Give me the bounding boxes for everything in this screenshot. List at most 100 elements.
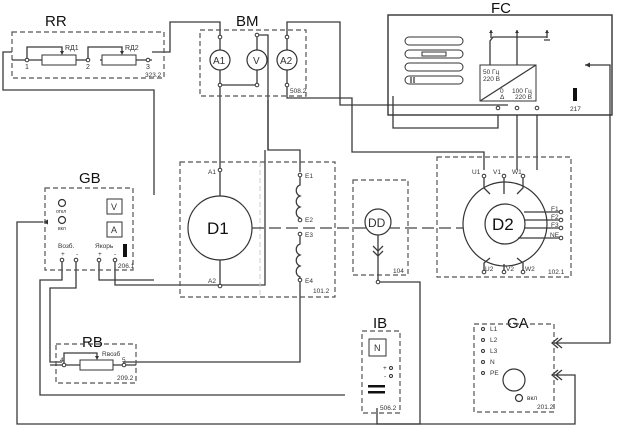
d2-term-u2[interactable] (481, 269, 487, 275)
d1-term-e3[interactable] (297, 231, 303, 237)
d2-term-w1[interactable] (520, 173, 526, 179)
d2-u1: U1 (472, 169, 481, 176)
d2-term-v2[interactable] (501, 269, 507, 275)
ga-term-l1[interactable] (481, 327, 485, 331)
bm-term[interactable] (254, 82, 260, 88)
ammeter-a1 (209, 49, 231, 71)
d2-term-f3[interactable] (558, 225, 564, 231)
d2-term-v1[interactable] (501, 173, 507, 179)
fc-code: 217 (570, 106, 581, 113)
ib-indicator (368, 338, 387, 357)
d1-winding-1 (295, 175, 302, 220)
gb-title: GB (79, 170, 101, 187)
bm-term[interactable] (217, 34, 223, 40)
gb-plus-2: + (98, 251, 102, 258)
wire-ga-fc (554, 64, 611, 344)
module-bm: BM A1 V A2 508.2 (199, 13, 307, 97)
bm-term[interactable] (284, 82, 290, 88)
ib-box (361, 330, 401, 414)
gb-a-label: A (111, 225, 117, 235)
module-d1: D1 A1 A2 E1 E2 E3 E4 101.2 (179, 161, 336, 298)
gb-term[interactable] (112, 257, 118, 263)
rb-term-5[interactable] (121, 362, 127, 368)
tap-arrow-1 (60, 51, 64, 55)
d2-term-u1[interactable] (481, 173, 487, 179)
fc-switch[interactable] (573, 88, 577, 101)
wire-a2-fc (286, 21, 508, 106)
gb-switch[interactable] (123, 244, 127, 257)
ga-term-l2[interactable] (481, 338, 485, 342)
d1-term-e1[interactable] (297, 172, 303, 178)
wire-ga-gb (16, 221, 576, 425)
fc-slot-4 (404, 75, 464, 85)
d1-term-a1[interactable] (217, 167, 223, 173)
fc-out-term[interactable] (495, 105, 501, 111)
ga-term-pe[interactable] (481, 371, 485, 375)
fc-50hz: 50 Гц (483, 69, 500, 76)
fc-out-term[interactable] (514, 105, 520, 111)
gb-voltmeter (106, 198, 123, 215)
wire-a2-d2 (286, 85, 485, 170)
ib-n-label: N (374, 343, 381, 353)
rb-title: RB (82, 334, 103, 351)
ib-term-plus[interactable] (389, 366, 393, 370)
fc-title: FC (491, 0, 511, 17)
d2-f2: F2 (551, 214, 559, 221)
rr-terminal-3[interactable] (145, 57, 151, 63)
bm-title: BM (236, 13, 259, 30)
rr-tap2 (87, 46, 123, 60)
d1-term-e4[interactable] (297, 277, 303, 283)
bm-term[interactable] (284, 34, 290, 40)
gb-term[interactable] (73, 257, 79, 263)
gb-term[interactable] (96, 257, 102, 263)
dd-code: 104 (393, 268, 404, 275)
dd-box (352, 179, 409, 276)
module-dd: DD 104 (352, 179, 409, 285)
ib-minus: - (384, 373, 386, 380)
ga-term-l3[interactable] (481, 349, 485, 353)
rr-terminal-2[interactable] (85, 57, 91, 63)
gb-code: 206.1 (118, 263, 135, 270)
bm-term[interactable] (217, 82, 223, 88)
ib-title: IB (373, 315, 387, 332)
d2-term-f1[interactable] (558, 209, 564, 215)
fc-out-term[interactable] (534, 105, 540, 111)
ib-term-minus[interactable] (389, 374, 393, 378)
rb-tap (63, 352, 98, 365)
bm-box (199, 29, 307, 97)
rr-terminal-1[interactable] (24, 57, 30, 63)
d1-e1: E1 (305, 173, 313, 180)
d2-term-f2[interactable] (558, 217, 564, 223)
d2-term-w2[interactable] (520, 269, 526, 275)
fc-delta: Δ (500, 94, 505, 101)
bm-term[interactable] (254, 32, 260, 38)
d2-ne: NE (550, 232, 560, 239)
dd-label: DD (368, 216, 386, 230)
ga-pe: PE (490, 370, 499, 377)
rb-box (55, 343, 137, 384)
ga-n: N (490, 359, 495, 366)
gb-term[interactable] (59, 257, 65, 263)
rb-term-4[interactable] (61, 362, 67, 368)
d2-bottom-leads (483, 257, 524, 270)
fc-100hz: 100 Гц (512, 88, 532, 95)
dd-term[interactable] (375, 279, 381, 285)
d2-term-ne[interactable] (558, 235, 564, 241)
resistor-rd2 (101, 54, 137, 66)
ga-box (473, 323, 555, 413)
ib-capacitor-plate-2 (368, 391, 385, 394)
d2-top-leads (483, 176, 524, 195)
dd-chevron (372, 245, 384, 257)
rb-tap-arrow (95, 356, 99, 360)
d1-term-a2[interactable] (217, 283, 223, 289)
rr-t1-label: 1 (25, 64, 29, 71)
d1-term-e2[interactable] (297, 217, 303, 223)
ga-on-button[interactable] (514, 393, 524, 403)
ga-term-n[interactable] (481, 360, 485, 364)
ga-knob[interactable] (502, 368, 526, 392)
d1-a1: A1 (208, 169, 216, 176)
fc-slider[interactable] (421, 51, 447, 57)
bm-wires (219, 34, 288, 85)
d2-v2: V2 (506, 266, 514, 273)
